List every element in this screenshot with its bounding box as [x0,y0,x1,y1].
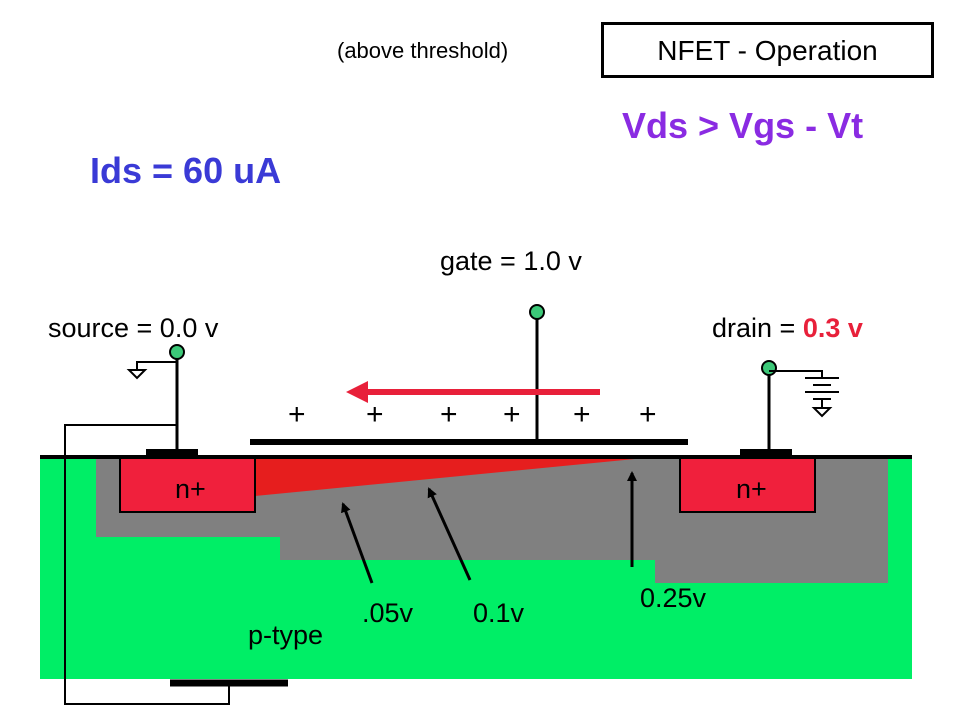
gate-charge: + [288,398,306,431]
drain-label-prefix: drain = [712,313,803,343]
pointer-arrow-01v [427,487,472,581]
source-label: source = 0.0 v [48,313,219,343]
n-plus-source-label: n+ [175,474,206,504]
gate-charge: + [440,398,458,431]
drain-current-label: Ids = 60 uA [90,150,282,191]
n-plus-drain-label: n+ [736,474,767,504]
drain-voltage: 0.3 v [802,313,863,343]
gate-charge: + [503,398,521,431]
drain-terminal [761,360,777,376]
pointer-arrow-05v [341,502,374,584]
channel-potential-05v: .05v [362,598,414,628]
gate-charge: + [366,398,384,431]
drain-battery-icon [769,370,839,418]
n-plus-drain-region [679,456,816,513]
title-box: NFET - Operation [601,22,934,78]
electron-flow-arrowhead [346,381,368,403]
page-title: NFET - Operation [657,35,878,66]
n-plus-source-region [119,456,256,513]
substrate-label: p-type [248,620,324,650]
channel-potential-025v: 0.25v [640,583,707,613]
body-wire [64,424,230,705]
gate-charge: + [573,398,591,431]
gate-label: gate = 1.0 v [440,246,582,276]
gate-charge: + [639,398,657,431]
saturation-condition: Vds > Vgs - Vt [622,105,864,146]
inversion-channel [255,457,655,496]
channel-potential-01v: 0.1v [473,598,525,628]
source-ground-icon [126,361,177,380]
gate-terminal [529,304,545,320]
subtitle: (above threshold) [337,38,509,63]
drain-label: drain = 0.3 v [712,313,863,344]
source-terminal [169,344,185,360]
